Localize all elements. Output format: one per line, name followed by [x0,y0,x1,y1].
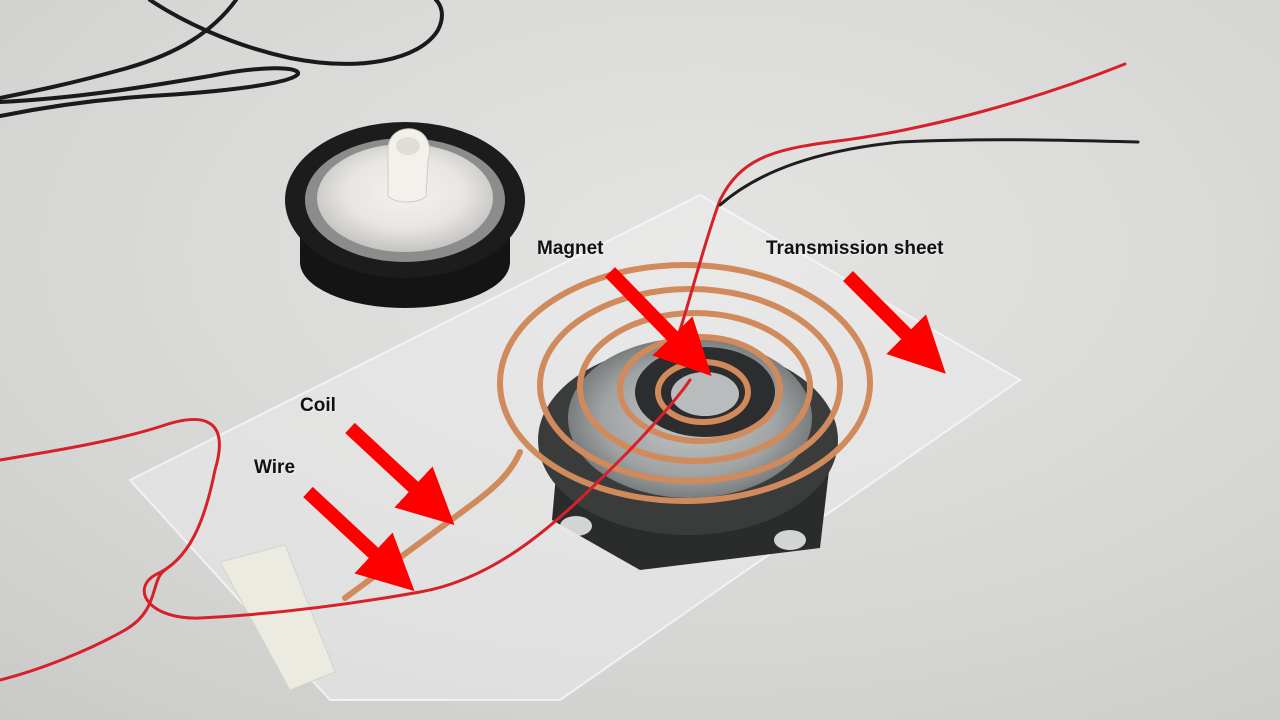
black-lead-wire [718,138,1140,207]
label-magnet: Magnet [537,238,604,259]
speaker-loose [285,122,525,308]
copper-coil [342,262,873,601]
label-wire: Wire [254,457,296,478]
arrow-wire [303,486,415,592]
label-transmission-sheet: Transmission sheet [766,238,944,259]
arrow-transmission-sheet [843,271,946,374]
annotation-arrows [303,267,946,592]
arrow-coil [345,422,455,526]
masking-tape [219,544,336,691]
red-wires [0,62,1127,682]
label-coil: Coil [300,395,336,416]
black-cables [0,0,444,118]
arrow-magnet [604,267,712,377]
